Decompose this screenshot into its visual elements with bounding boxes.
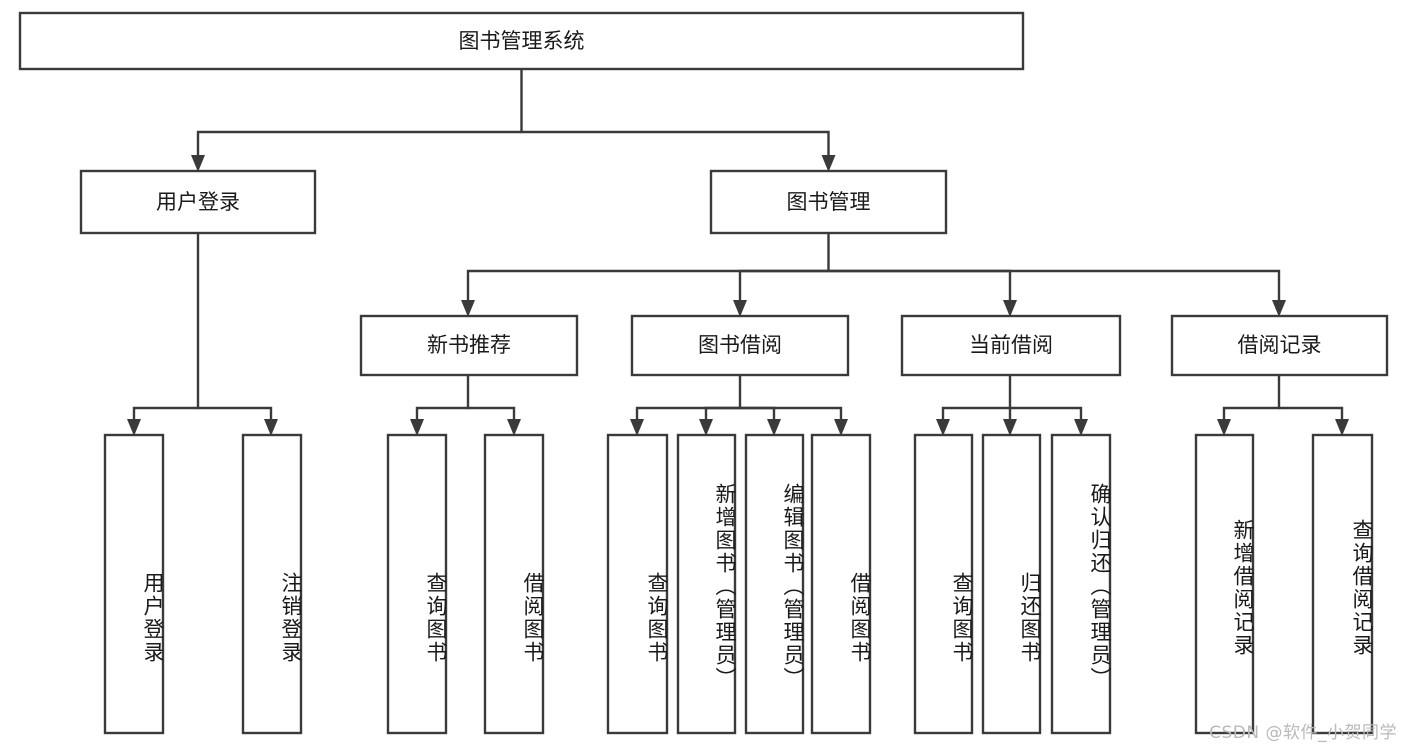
node-label: 图书借阅 <box>698 333 782 357</box>
arrow-icon <box>127 419 141 436</box>
arrow-icon <box>264 419 278 436</box>
arrow-icon <box>461 300 475 317</box>
node-label: 用户登录 <box>156 190 240 214</box>
node-label: 新书推荐 <box>427 333 511 357</box>
leaf-node-query-borrow-record[interactable] <box>1311 433 1374 735</box>
arrow-icon <box>1272 300 1286 317</box>
node-label: 图书管理 <box>787 190 871 214</box>
connector-borrowrecord-to-leaves <box>1217 375 1349 436</box>
leaf-node-logout[interactable] <box>241 433 303 735</box>
leaf-node-query-book-recommend[interactable] <box>386 433 448 735</box>
node-book-borrow[interactable]: 图书借阅 <box>630 314 850 377</box>
connector-root-to-level2 <box>191 69 836 172</box>
node-label: 借阅记录 <box>1238 333 1322 357</box>
node-label: 图书管理系统 <box>459 29 585 53</box>
leaf-node-return-book[interactable] <box>981 433 1042 735</box>
arrow-icon <box>1074 419 1088 436</box>
leaf-node-confirm-return-admin[interactable] <box>1050 433 1112 735</box>
leaf-node-borrow-book-recommend[interactable] <box>483 433 545 735</box>
node-root-system[interactable]: 图书管理系统 <box>18 11 1025 71</box>
arrow-icon <box>1003 419 1017 436</box>
arrow-icon <box>1217 419 1231 436</box>
node-new-book-recommend[interactable]: 新书推荐 <box>359 314 579 377</box>
leaf-node-edit-book-admin[interactable] <box>744 433 805 735</box>
arrow-icon <box>410 419 424 436</box>
leaf-node-query-book-borrow[interactable] <box>606 433 669 735</box>
connector-bookborrow-to-leaves <box>630 375 848 436</box>
arrow-icon <box>699 419 713 436</box>
node-book-management[interactable]: 图书管理 <box>709 169 948 235</box>
leaf-node-add-book-admin[interactable] <box>676 433 737 735</box>
arrow-icon <box>733 300 747 317</box>
leaf-node-query-book-current[interactable] <box>913 433 974 735</box>
arrow-icon <box>507 419 521 436</box>
arrow-icon <box>936 419 950 436</box>
connector-userlogin-to-leaves <box>127 233 278 436</box>
leaf-node-user-login-action[interactable] <box>103 433 165 735</box>
node-borrow-record[interactable]: 借阅记录 <box>1170 314 1389 377</box>
arrow-icon <box>1003 300 1017 317</box>
connector-bookmgmt-to-level3 <box>461 233 1286 317</box>
arrow-icon <box>834 419 848 436</box>
arrow-icon <box>630 419 644 436</box>
node-user-login[interactable]: 用户登录 <box>79 169 317 235</box>
leaf-node-add-borrow-record[interactable] <box>1194 433 1255 735</box>
connector-currentborrow-to-leaves <box>936 375 1088 436</box>
arrow-icon <box>191 155 205 172</box>
node-label: 当前借阅 <box>969 333 1053 357</box>
watermark-text: CSDN @软件_小贺同学 <box>1209 723 1397 743</box>
leaf-node-borrow-book[interactable] <box>810 433 872 735</box>
connector-newbook-to-leaves <box>410 375 521 436</box>
arrow-icon <box>821 155 836 172</box>
arrow-icon <box>1335 419 1349 436</box>
node-current-borrow[interactable]: 当前借阅 <box>900 314 1122 377</box>
arrow-icon <box>767 419 781 436</box>
